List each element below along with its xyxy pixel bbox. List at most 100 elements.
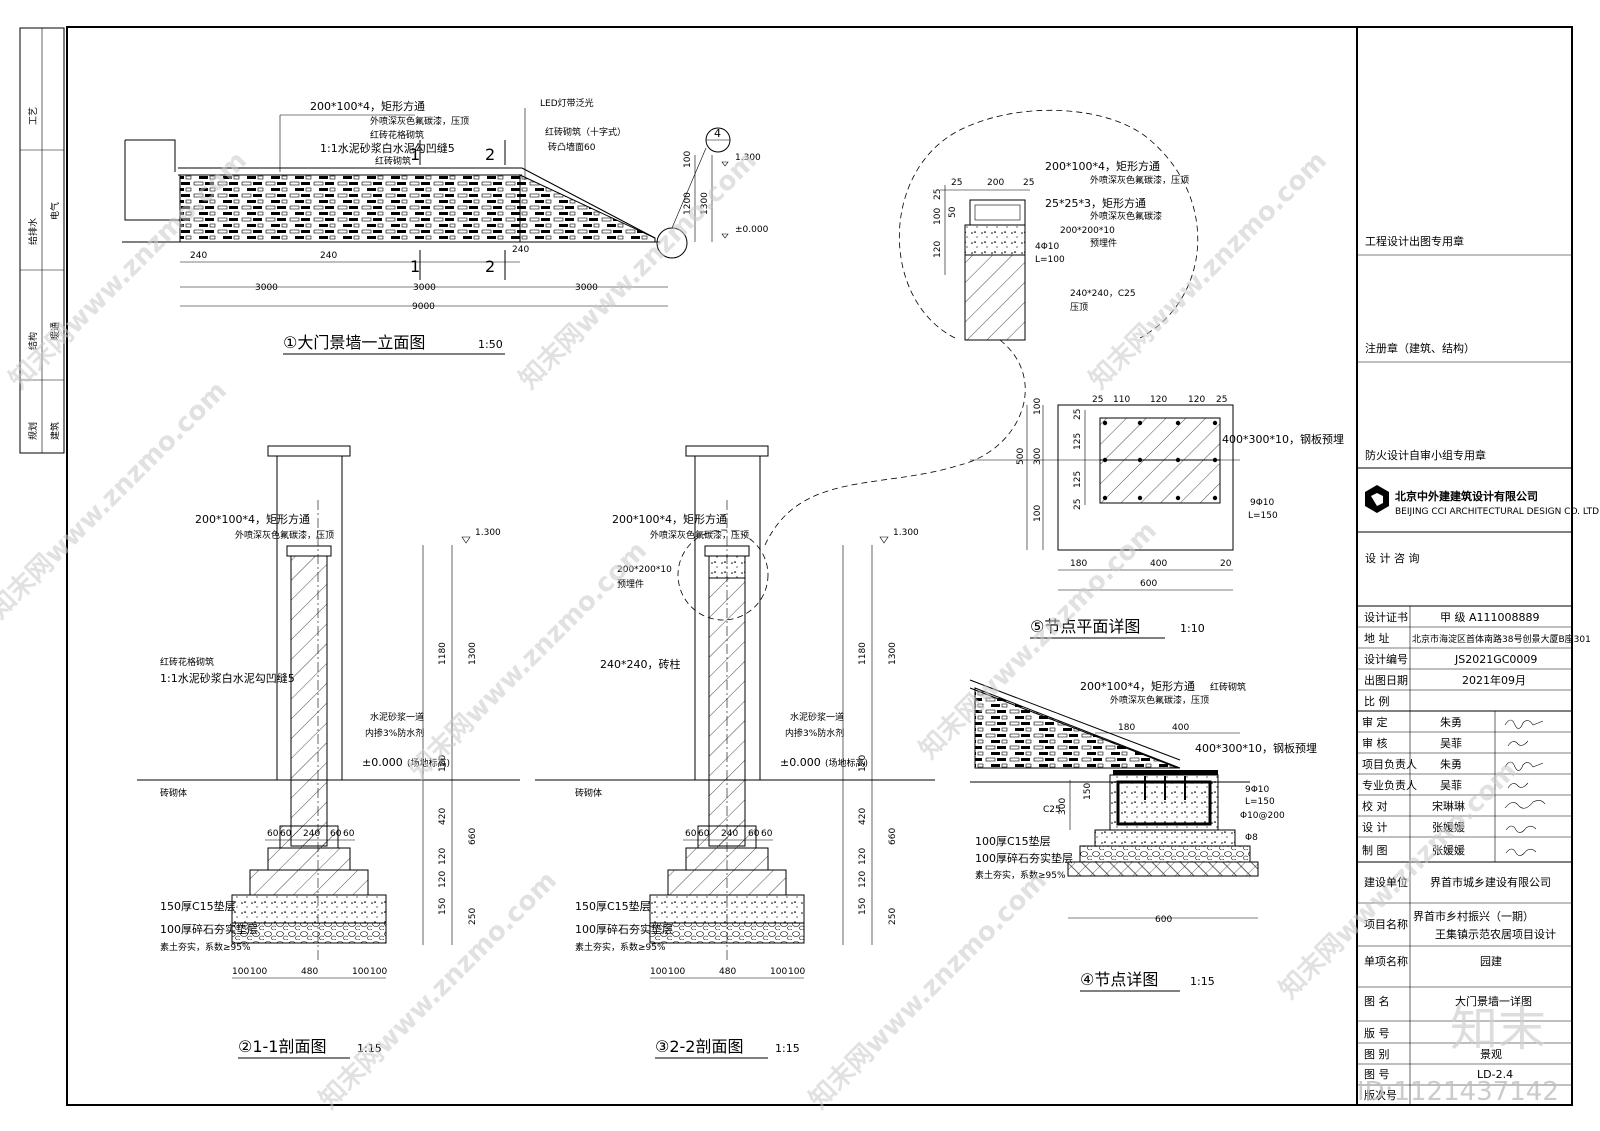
plan-dim-s3: 500 — [1016, 448, 1026, 465]
side-label-plan: 规划 — [27, 422, 39, 440]
cat-value: 景观 — [1480, 1048, 1502, 1061]
s1-dim-v1: 1300 — [468, 642, 478, 665]
plan-detail: 400*300*10，钢板预埋 9Φ10 L=150 25 110 120 12… — [970, 395, 1344, 639]
watermark-text: 知末网www.znzmo.com — [4, 146, 253, 395]
elevation-drawing: 1 2 1 2 200*100*4，矩形方通 外喷深灰色氟碳漆，压顶 红砖花格砌… — [122, 97, 769, 355]
elev-dim-9000: 9000 — [412, 302, 435, 312]
side-label-struct: 结构 — [27, 332, 39, 350]
watermark-text: 知末网www.znzmo.com — [804, 866, 1053, 1115]
top-detail-note-7: L=100 — [1035, 255, 1065, 265]
s2-base-0: 60 — [685, 829, 697, 839]
top-detail-note-3: 外喷深灰色氟碳漆 — [1090, 210, 1162, 222]
node-dim-600: 600 — [1155, 915, 1172, 925]
top-detail-note-2: 25*25*3，矩形方通 — [1045, 196, 1146, 210]
s2-bot-1: 100 — [668, 967, 685, 977]
s2-note-9: 100厚碎石夯实垫层 — [575, 922, 673, 936]
top-detail-dim-v25: 25 — [933, 189, 943, 200]
s1-dim-v7: 150 — [438, 898, 448, 915]
node-note-1: 外喷深灰色氟碳漆，压顶 — [1110, 694, 1209, 706]
elev-level-zero: ±0.000 — [735, 225, 769, 235]
signature-6 — [1505, 848, 1537, 856]
s1-base-0: 60 — [267, 829, 279, 839]
node-note-5: L=150 — [1245, 797, 1275, 807]
signature-4 — [1504, 800, 1546, 809]
node-detail-scale: 1:15 — [1190, 975, 1215, 988]
s2-bot-0: 100 — [650, 967, 667, 977]
node-dim-180: 180 — [1118, 723, 1135, 733]
project-line2: 王集镇示范农居项目设计 — [1435, 927, 1556, 941]
company-logo — [1365, 485, 1389, 513]
build-unit-value: 界首市城乡建设有限公司 — [1430, 875, 1551, 889]
s1-note-0: 200*100*4，矩形方通 — [195, 512, 310, 526]
company-name-cn: 北京中外建建筑设计有限公司 — [1395, 489, 1538, 503]
staff-name-5: 张媛媛 — [1432, 820, 1465, 834]
info-label-cert: 设计证书 — [1364, 611, 1408, 624]
s1-base-1: 60 — [280, 829, 292, 839]
s1-base-3: 60 — [330, 829, 342, 839]
side-label-arch: 建筑 — [49, 422, 61, 440]
elev-note-0: 200*100*4，矩形方通 — [310, 99, 425, 113]
staff-name-1: 吴菲 — [1440, 737, 1462, 750]
s1-note-4: 水泥砂浆一道 — [370, 711, 424, 723]
elev-dim-3000a: 3000 — [255, 283, 278, 293]
staff-role-1: 审 核 — [1362, 736, 1388, 750]
elev-dim-3000b: 3000 — [413, 283, 436, 293]
staff-role-3: 专业负责人 — [1362, 778, 1417, 792]
s2-dim-v6: 120 — [858, 871, 868, 888]
side-label-gongyi: 工艺 — [28, 107, 39, 125]
s2-level-top: 1.300 — [893, 528, 919, 538]
elev-note-4: 红砖砌筑 — [375, 155, 411, 167]
top-detail-dim-v120: 120 — [933, 241, 943, 258]
stamp-label-fire: 防火设计自审小组专用章 — [1365, 448, 1486, 462]
plan-dim-t4: 25 — [1216, 395, 1227, 405]
ver-label: 版 号 — [1364, 1026, 1390, 1040]
side-label-water: 给排水 — [27, 218, 39, 245]
no-label: 图 号 — [1364, 1068, 1390, 1081]
section2-title: ③2-2剖面图 — [655, 1037, 743, 1056]
s1-note-8: 100厚碎石夯实垫层 — [160, 922, 258, 936]
staff-role-4: 校 对 — [1362, 799, 1388, 813]
s2-base-3: 60 — [748, 829, 760, 839]
node-dim-150: 150 — [1083, 783, 1093, 800]
info-value-no: JS2021GC0009 — [1454, 653, 1537, 666]
s2-bot-2: 480 — [719, 967, 736, 977]
signature-5 — [1505, 825, 1537, 833]
s2-dim-v5: 120 — [858, 848, 868, 865]
plan-dim-b3: 600 — [1140, 579, 1157, 589]
top-node-detail: 200*100*4，矩形方通 外喷深灰色氟碳漆，压顶 25*25*3，矩形方通 … — [898, 109, 1199, 466]
s2-note-7: 砖砌体 — [575, 787, 602, 799]
staff-name-6: 张媛媛 — [1432, 843, 1465, 857]
elev-note-7: 砖凸墙面60 — [548, 141, 596, 153]
s1-dim-v4: 660 — [468, 828, 478, 845]
stamp-label-design: 工程设计出图专用章 — [1365, 234, 1464, 248]
s2-note-0: 200*100*4，矩形方通 — [612, 512, 727, 526]
elev-note-5: LED灯带泛光 — [540, 97, 594, 109]
s2-base-2: 240 — [721, 829, 738, 839]
plan-dim-l0: 25 — [1073, 409, 1083, 420]
node-note-11: 素土夯实，系数≥95% — [975, 869, 1066, 881]
node-note-2: 红砖砌筑 — [1210, 681, 1246, 693]
elevation-scale: 1:50 — [478, 338, 503, 351]
elev-note-2: 红砖花格砌筑 — [370, 129, 424, 141]
s2-dim-v8: 250 — [888, 908, 898, 925]
section-1-1: 200*100*4，矩形方通 外喷深灰色氟碳漆，压顶 红砖花格砌筑 1:1水泥砂… — [137, 445, 520, 1059]
plan-note-2: L=150 — [1248, 511, 1278, 521]
design-consult: 设 计 咨 询 — [1365, 551, 1420, 565]
s1-dim-v8: 250 — [468, 908, 478, 925]
s1-note-1: 外喷深灰色氟碳漆，压顶 — [235, 529, 334, 541]
plan-dim-b2: 20 — [1220, 559, 1232, 569]
info-label-addr: 地 址 — [1364, 631, 1390, 645]
s2-note-3: 预埋件 — [617, 578, 644, 590]
top-detail-note-4: 200*200*10 — [1060, 226, 1115, 236]
node-dim-300: 300 — [1058, 798, 1068, 815]
top-detail-note-0: 200*100*4，矩形方通 — [1045, 159, 1160, 173]
plan-detail-title: ⑤节点平面详图 — [1030, 617, 1140, 636]
elevation-title: ①大门景墙一立面图 — [283, 333, 425, 352]
s2-level-zero: ±0.000 — [780, 756, 821, 769]
s2-dim-v4: 660 — [888, 828, 898, 845]
section-mark-2-top: 2 — [485, 145, 495, 164]
top-detail-dim-v50: 50 — [948, 206, 958, 218]
top-detail-note-8: 240*240，C25 — [1070, 289, 1136, 299]
node-note-9: 100厚C15垫层 — [975, 834, 1051, 848]
node-detail-4: 200*100*4，矩形方通 外喷深灰色氟碳漆，压顶 红砖砌筑 400*300*… — [969, 679, 1317, 992]
